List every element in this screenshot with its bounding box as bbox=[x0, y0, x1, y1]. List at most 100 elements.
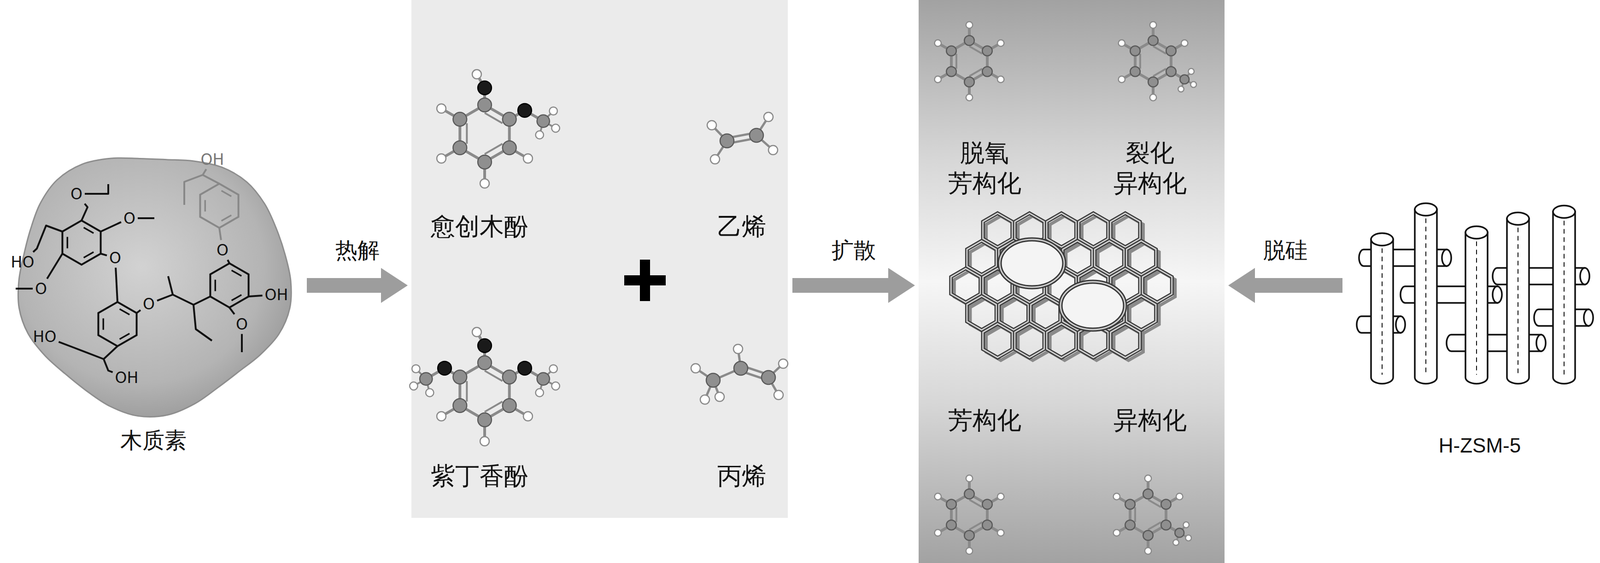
atom bbox=[537, 372, 550, 386]
atom bbox=[763, 112, 774, 122]
atom-label: O bbox=[35, 281, 47, 297]
atom bbox=[523, 153, 533, 164]
atom bbox=[1178, 86, 1184, 93]
double-bond bbox=[221, 190, 232, 197]
edge-label: 脱硅 bbox=[1263, 239, 1308, 262]
atom bbox=[472, 69, 482, 79]
double-bond bbox=[231, 270, 242, 276]
benzene-ring bbox=[98, 302, 137, 347]
molecule-name: 乙烯 bbox=[717, 211, 767, 242]
atom bbox=[477, 339, 492, 353]
channel-cylinder bbox=[1414, 203, 1437, 217]
atom bbox=[1174, 528, 1184, 538]
bond bbox=[969, 68, 983, 77]
chemical-bond bbox=[227, 260, 230, 264]
chemical-bond bbox=[15, 287, 33, 290]
bond bbox=[1153, 68, 1167, 77]
chemical-bond bbox=[115, 268, 118, 303]
chemical-bond bbox=[202, 169, 207, 176]
atom bbox=[411, 364, 420, 373]
atom bbox=[409, 382, 418, 391]
atom-label: O bbox=[235, 316, 248, 333]
atom bbox=[1142, 489, 1154, 500]
atom bbox=[1149, 94, 1157, 101]
atom bbox=[997, 493, 1004, 500]
chemical-bond bbox=[193, 304, 212, 341]
atom bbox=[1144, 548, 1152, 555]
bond bbox=[484, 143, 503, 154]
atom-label: OH bbox=[264, 287, 289, 303]
atom bbox=[964, 35, 975, 46]
illustration-group bbox=[15, 158, 292, 417]
atom-label: O bbox=[109, 250, 122, 266]
channel-cylinder bbox=[1465, 226, 1488, 240]
atom bbox=[946, 499, 957, 510]
bond bbox=[955, 507, 958, 523]
channel-cylinder bbox=[1583, 309, 1594, 327]
atom bbox=[934, 76, 942, 83]
atom bbox=[1149, 21, 1157, 29]
atom bbox=[1181, 39, 1188, 47]
atom bbox=[982, 66, 993, 77]
double-bond bbox=[102, 318, 105, 331]
chemical-bond bbox=[168, 276, 173, 295]
atom bbox=[715, 392, 725, 402]
double-bond bbox=[119, 309, 130, 315]
channel-cylinder bbox=[1371, 239, 1394, 384]
atom bbox=[710, 154, 720, 165]
atom bbox=[502, 140, 517, 155]
atom-label: O bbox=[142, 296, 155, 312]
bond bbox=[969, 46, 983, 54]
atom bbox=[966, 21, 973, 29]
illustration-group bbox=[409, 69, 788, 446]
framework-ring bbox=[983, 323, 1013, 358]
bond bbox=[484, 112, 503, 124]
benzene-ring bbox=[210, 263, 249, 308]
double-bond bbox=[66, 237, 69, 249]
atom bbox=[706, 373, 721, 388]
bond bbox=[465, 123, 468, 145]
atom bbox=[502, 112, 517, 127]
atom bbox=[982, 499, 993, 510]
channel-cylinder bbox=[1553, 205, 1576, 219]
atom bbox=[1179, 74, 1190, 84]
atom bbox=[1142, 530, 1154, 541]
benzene-ring bbox=[199, 183, 239, 229]
atom bbox=[1188, 68, 1195, 75]
chemical-bond bbox=[184, 175, 220, 206]
double-bond bbox=[119, 333, 130, 340]
atom bbox=[1148, 76, 1159, 88]
atom bbox=[934, 493, 942, 500]
atom bbox=[1113, 493, 1120, 500]
atom bbox=[1125, 499, 1136, 510]
channel-cylinder bbox=[1553, 211, 1576, 384]
atom bbox=[452, 398, 467, 413]
channel-cylinder bbox=[1371, 233, 1394, 247]
atom bbox=[549, 106, 557, 115]
atom bbox=[551, 124, 560, 133]
atom-label: HO bbox=[33, 329, 57, 345]
atom bbox=[537, 114, 550, 128]
atom bbox=[946, 520, 957, 531]
atom bbox=[1185, 535, 1192, 542]
atom bbox=[966, 94, 973, 101]
chemical-bond bbox=[46, 253, 63, 280]
atom bbox=[502, 370, 517, 385]
double-bond bbox=[83, 252, 94, 258]
atom bbox=[535, 130, 544, 139]
framework-ring bbox=[1110, 323, 1141, 358]
plus-sign bbox=[639, 259, 651, 302]
atom bbox=[1160, 499, 1172, 510]
atom bbox=[436, 153, 446, 164]
reaction-name: 脱氧 芳构化 bbox=[948, 137, 1022, 200]
double-bond bbox=[231, 294, 242, 301]
product-panel: 愈创木酚乙烯紫丁香酚丙烯 bbox=[411, 0, 788, 519]
framework-ring bbox=[1046, 323, 1077, 358]
bond bbox=[484, 370, 503, 381]
atom bbox=[934, 529, 942, 537]
hidden-line bbox=[1381, 248, 1383, 376]
framework-ring bbox=[1014, 323, 1045, 358]
atom bbox=[946, 46, 957, 57]
chemical-bond bbox=[136, 310, 141, 314]
framework-pore bbox=[1060, 281, 1126, 330]
